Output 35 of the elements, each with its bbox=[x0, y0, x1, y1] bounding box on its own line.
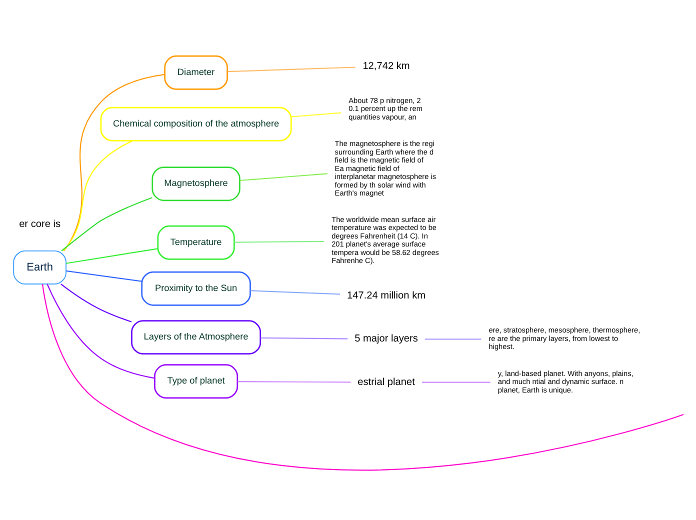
connector bbox=[42, 284, 684, 470]
node-text: y, land-based planet. With anyons, plains, and much ntial and dynamic surface. n planet, Earth is unique. bbox=[498, 368, 634, 394]
node-box: Diameter bbox=[164, 55, 228, 90]
connector bbox=[250, 290, 340, 295]
connector bbox=[66, 248, 158, 264]
node-text: The magnetosphere is the regi surrounding Earth where the d field is the magnetic field of Ea magnetic field of interplanetar magnetosphere is formed by th solar wind with Earth's magnet bbox=[334, 139, 436, 198]
connector bbox=[422, 382, 490, 383]
node-box: Chemical composition of the atmosphere bbox=[100, 106, 292, 142]
node-text: The worldwide mean surface air temperature was expected to be degrees Fahrenheit (14 C). In 201 planet's average surface tempera would be 58.62 degrees Fahrenhe C). bbox=[332, 214, 439, 266]
node-box: Magnetosphere bbox=[152, 166, 240, 202]
node-box: Layers of the Atmosphere bbox=[131, 320, 262, 355]
node-box: Type of planet bbox=[154, 364, 238, 399]
node-box: Proximity to the Sun bbox=[141, 271, 251, 306]
connector bbox=[234, 240, 324, 243]
connector bbox=[66, 270, 142, 282]
node-text: 5 major layers bbox=[354, 334, 418, 345]
node-text: 147.24 million km bbox=[346, 290, 426, 302]
label: er core is bbox=[19, 218, 61, 230]
connector bbox=[291, 112, 342, 118]
node-text: 12,742 km bbox=[362, 60, 410, 72]
connector bbox=[62, 140, 133, 252]
connector bbox=[238, 381, 351, 383]
connector bbox=[46, 284, 155, 379]
connector bbox=[424, 338, 482, 340]
node-box: Earth bbox=[13, 250, 66, 284]
node-box: Temperature bbox=[157, 225, 235, 260]
connector bbox=[240, 173, 328, 182]
node-text: estrial planet bbox=[358, 376, 415, 388]
node-text: ere, stratosphere, mesosphere, thermosphere, re are the primary layers, from lowest to highest. bbox=[488, 326, 640, 352]
connector bbox=[63, 74, 165, 252]
connector bbox=[60, 284, 132, 322]
connector bbox=[61, 197, 152, 252]
connector bbox=[260, 337, 348, 340]
connector bbox=[228, 66, 356, 72]
node-text: About 78 p nitrogen, 2 0.1 percent up the rem quantities vapour, an bbox=[348, 96, 422, 122]
